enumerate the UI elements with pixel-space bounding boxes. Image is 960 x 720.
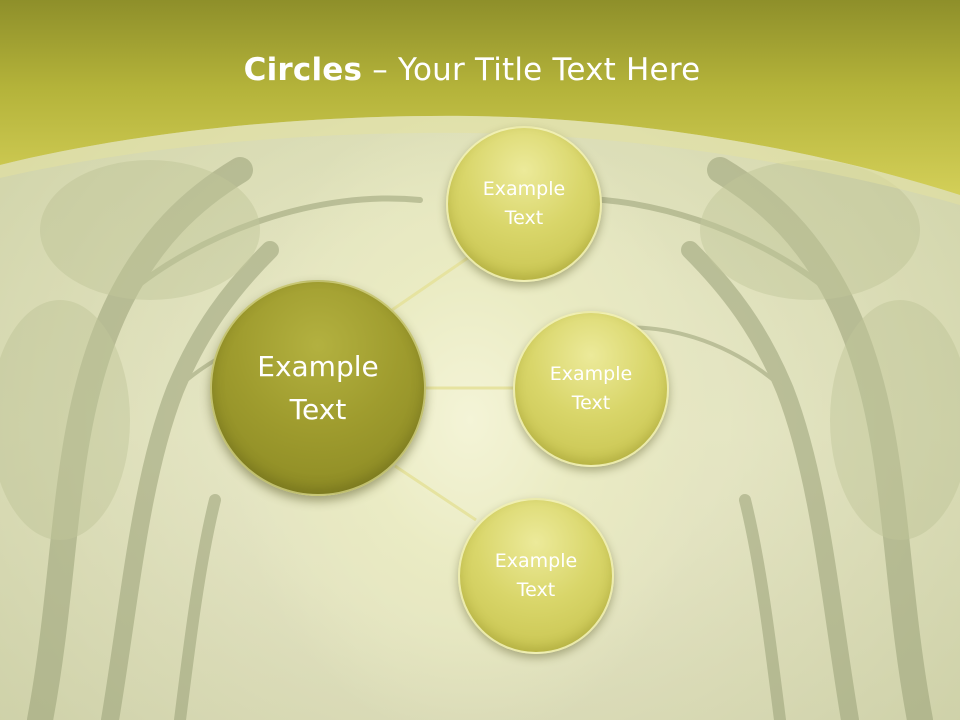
center-circle[interactable]: Example Text xyxy=(210,280,426,496)
satellite-circle-2[interactable]: Example Text xyxy=(513,311,669,467)
connector-3 xyxy=(394,464,477,522)
connector-1 xyxy=(391,253,473,312)
satellite-circle-1-label: Example Text xyxy=(482,177,566,229)
title-bold: Circles xyxy=(243,52,363,88)
center-circle-label: Example Text xyxy=(257,349,379,426)
slide-title: Circles – Your Title Text Here xyxy=(0,52,944,88)
satellite-circle-2-label: Example Text xyxy=(549,362,633,414)
title-rest: – Your Title Text Here xyxy=(362,52,701,88)
satellite-circle-1[interactable]: Example Text xyxy=(446,126,602,282)
satellite-circle-3[interactable]: Example Text xyxy=(458,498,614,654)
header-band xyxy=(0,0,960,205)
satellite-circle-3-label: Example Text xyxy=(494,549,578,601)
